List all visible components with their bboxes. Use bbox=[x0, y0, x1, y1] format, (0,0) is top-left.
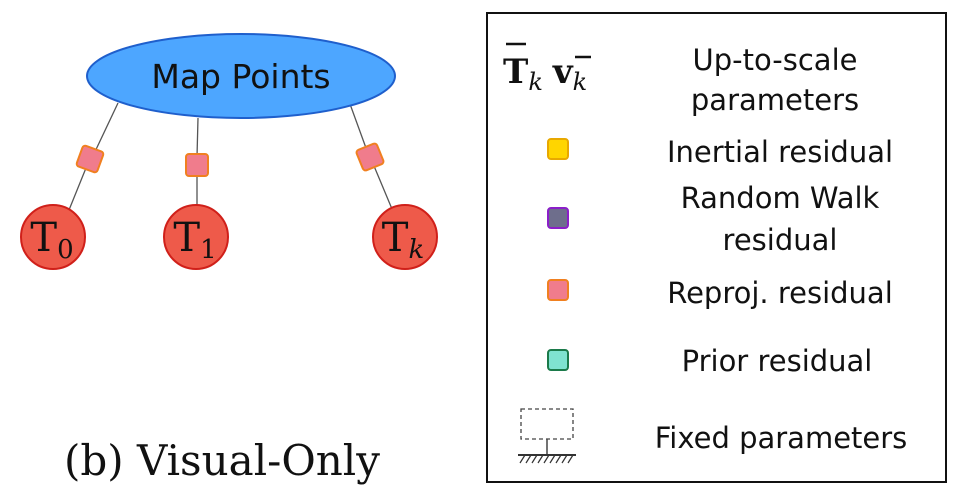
reproj-factor-0 bbox=[75, 144, 105, 174]
pose-label-sub: k bbox=[408, 235, 424, 265]
edge-factor-k-to-tk bbox=[373, 165, 393, 210]
map-points-node: Map Points bbox=[86, 33, 396, 119]
legend-item-reproj: Reproj. residual bbox=[547, 276, 893, 310]
params-T-sub: k bbox=[528, 68, 543, 96]
pose-label-sub: 0 bbox=[57, 235, 74, 265]
pose-node-t1: T1 bbox=[163, 204, 229, 270]
pose-label-base: T bbox=[173, 215, 200, 261]
pose-node-tk: Tk bbox=[372, 204, 438, 270]
legend-label-params-2: parameters bbox=[691, 83, 859, 117]
edge-map-to-factor-1 bbox=[196, 117, 199, 158]
legend-label-random-walk-2: residual bbox=[723, 223, 838, 257]
legend-item-random-walk: Random Walk residual bbox=[547, 181, 880, 257]
svg-text:T0: T0 bbox=[30, 215, 73, 265]
prior-factor-icon bbox=[547, 349, 569, 371]
random-walk-factor-icon bbox=[547, 207, 569, 229]
svg-text:T1: T1 bbox=[173, 215, 216, 265]
legend-label-params-1: Up-to-scale bbox=[693, 43, 858, 77]
inertial-factor-icon bbox=[547, 138, 569, 160]
pose-label-base: T bbox=[382, 215, 409, 261]
legend-item-prior: Prior residual bbox=[547, 344, 873, 378]
pose-label-base: T bbox=[30, 215, 57, 261]
params-v-sub: k bbox=[573, 68, 588, 96]
pose-label-sub: 1 bbox=[200, 235, 217, 265]
reproj-factor-icon bbox=[547, 279, 569, 301]
legend-item-fixed: Fixed parameters bbox=[518, 408, 908, 464]
figure-caption: (b) Visual-Only bbox=[64, 436, 380, 485]
legend-label-inertial: Inertial residual bbox=[667, 135, 893, 169]
legend-label-fixed: Fixed parameters bbox=[655, 421, 908, 455]
reproj-factor-1 bbox=[185, 153, 209, 177]
params-v: v bbox=[552, 52, 574, 92]
legend-label-prior: Prior residual bbox=[682, 344, 873, 378]
legend-item-inertial: Inertial residual bbox=[547, 135, 893, 169]
fixed-params-icon bbox=[518, 408, 576, 464]
graph-factors bbox=[75, 142, 385, 177]
edge-map-to-factor-k bbox=[349, 103, 367, 149]
legend-frame bbox=[486, 12, 947, 483]
legend-label-random-walk-1: Random Walk bbox=[681, 181, 880, 215]
graph-edges bbox=[68, 102, 393, 211]
edge-factor-0-to-t0 bbox=[68, 167, 87, 211]
legend-label-reproj: Reproj. residual bbox=[667, 276, 893, 310]
params-T: T bbox=[503, 52, 528, 92]
map-points-label: Map Points bbox=[151, 57, 330, 96]
reproj-factor-k bbox=[355, 142, 385, 172]
pose-node-t0: T0 bbox=[20, 204, 86, 270]
svg-text:Tk: Tk bbox=[382, 215, 424, 265]
